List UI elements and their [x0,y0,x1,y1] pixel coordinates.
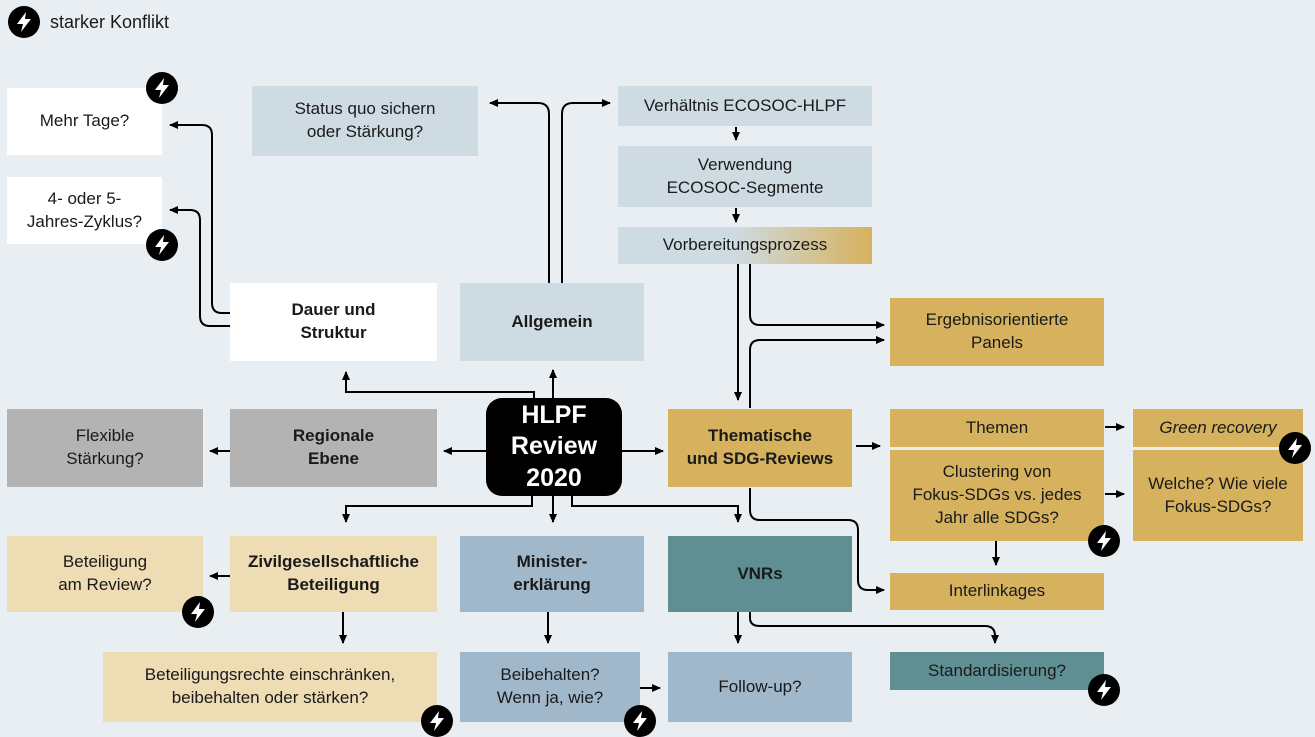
option-beteiligungsrechte[interactable]: Beteiligungsrechte einschränken, beibeha… [103,652,437,722]
option-verhaeltnis[interactable]: Verhältnis ECOSOC-HLPF [618,86,872,126]
category-dauer-und-struktur[interactable]: Dauer und Struktur [230,283,437,361]
option-green-recovery[interactable]: Green recovery [1133,409,1303,447]
category-ministererklaerung[interactable]: Minister- erklärung [460,536,644,612]
category-zivilgesellschaft[interactable]: Zivilgesellschaftliche Beteiligung [230,536,437,612]
lightning-icon [1279,432,1311,464]
lightning-icon [1088,674,1120,706]
option-flexible-staerkung[interactable]: Flexible Stärkung? [7,409,203,487]
option-vorbereitungsprozess[interactable]: Vorbereitungsprozess [618,227,872,264]
option-jahres-zyklus[interactable]: 4- oder 5- Jahres-Zyklus? [7,177,162,244]
lightning-icon [1088,525,1120,557]
option-welche-fokus-sdgs[interactable]: Welche? Wie viele Fokus-SDGs? [1133,450,1303,541]
category-allgemein[interactable]: Allgemein [460,283,644,361]
lightning-icon [624,705,656,737]
hub-hlpf-review[interactable]: HLPF Review 2020 [486,398,622,496]
category-regionale-ebene[interactable]: Regionale Ebene [230,409,437,487]
lightning-icon [182,596,214,628]
option-beibehalten[interactable]: Beibehalten? Wenn ja, wie? [460,652,640,722]
option-beteiligung-review[interactable]: Beteiligung am Review? [7,536,203,612]
option-status-quo[interactable]: Status quo sichern oder Stärkung? [252,86,478,156]
lightning-icon [8,6,40,38]
option-ergebnisorientierte-panels[interactable]: Ergebnisorientierte Panels [890,298,1104,366]
legend-label: starker Konflikt [50,12,170,32]
category-vnrs[interactable]: VNRs [668,536,852,612]
option-follow-up[interactable]: Follow-up? [668,652,852,722]
lightning-icon [421,705,453,737]
lightning-icon [146,72,178,104]
category-thematische-reviews[interactable]: Thematische und SDG-Reviews [668,409,852,487]
option-themen[interactable]: Themen [890,409,1104,447]
lightning-icon [146,229,178,261]
option-standardisierung[interactable]: Standardisierung? [890,652,1104,690]
option-interlinkages[interactable]: Interlinkages [890,573,1104,610]
option-verwendung[interactable]: Verwendung ECOSOC-Segmente [618,146,872,207]
option-mehr-tage[interactable]: Mehr Tage? [7,88,162,155]
option-clustering[interactable]: Clustering von Fokus-SDGs vs. jedes Jahr… [890,450,1104,541]
